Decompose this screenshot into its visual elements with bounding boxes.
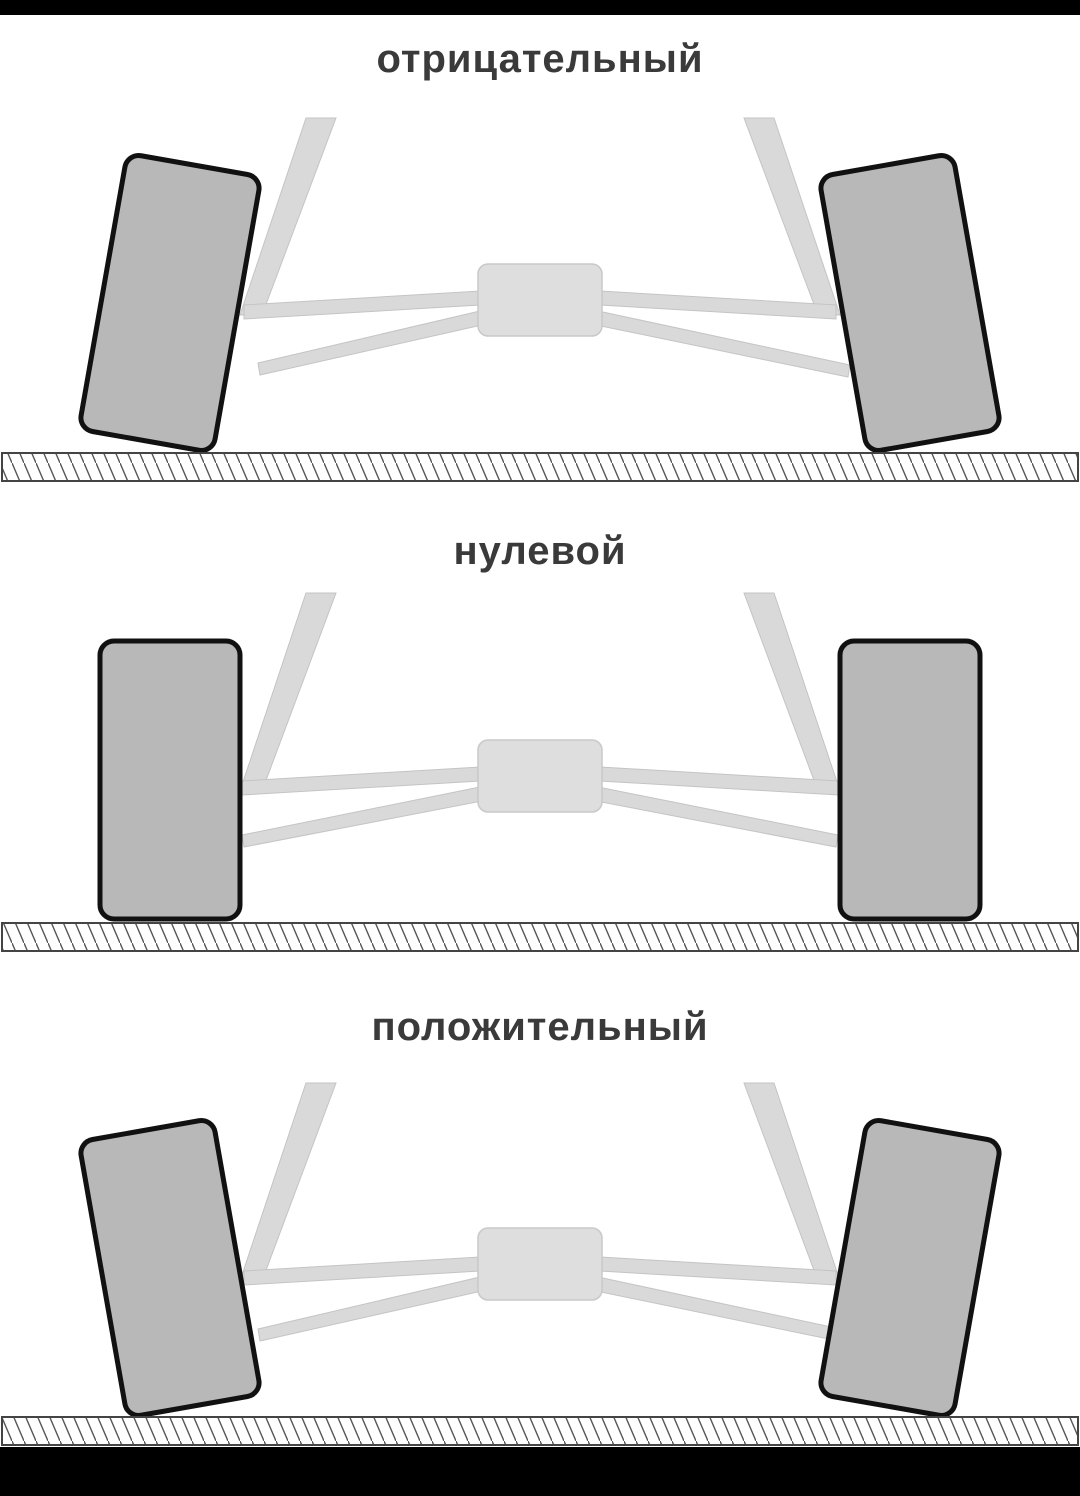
differential-housing — [477, 1227, 603, 1301]
panel-title-zero: нулевой — [453, 529, 627, 573]
left-wheel — [78, 153, 262, 453]
left-strut — [239, 592, 337, 792]
status-bar — [0, 0, 1080, 15]
ground-surface — [1, 1416, 1079, 1446]
panel-zero-camber: нулевой — [0, 495, 1080, 965]
right-lower-arm — [595, 1276, 851, 1344]
zero-camber-illustration — [1, 592, 1079, 952]
panel-title-negative: отрицательный — [376, 37, 704, 81]
right-wheel — [818, 153, 1002, 453]
left-wheel — [97, 638, 243, 922]
right-upper-arm — [599, 1256, 837, 1286]
right-upper-arm — [599, 766, 839, 796]
panel-positive-camber: положительный — [0, 965, 1080, 1447]
right-upper-arm — [599, 290, 837, 320]
right-strut — [743, 117, 841, 316]
left-upper-arm — [243, 1256, 481, 1286]
left-lower-arm — [257, 1276, 483, 1342]
left-wheel — [78, 1118, 262, 1418]
negative-camber-illustration — [1, 117, 1079, 482]
left-lower-arm — [257, 310, 483, 376]
differential-housing — [477, 739, 603, 813]
ground-surface — [1, 452, 1079, 482]
left-upper-arm — [241, 766, 481, 796]
right-strut — [743, 1082, 841, 1282]
right-lower-arm — [595, 310, 851, 378]
right-wheel — [818, 1118, 1002, 1418]
differential-housing — [477, 263, 603, 337]
left-strut — [239, 1082, 337, 1282]
navigation-bar — [0, 1447, 1080, 1496]
camber-diagram: отрицательный нулевой — [0, 15, 1080, 1447]
panel-title-positive: положительный — [371, 1005, 709, 1049]
right-lower-arm — [595, 786, 839, 848]
right-wheel — [837, 638, 983, 922]
left-upper-arm — [243, 290, 481, 320]
left-lower-arm — [241, 786, 483, 848]
positive-camber-illustration — [1, 1082, 1079, 1446]
panel-negative-camber: отрицательный — [0, 15, 1080, 495]
ground-surface — [1, 922, 1079, 952]
right-strut — [743, 592, 841, 792]
